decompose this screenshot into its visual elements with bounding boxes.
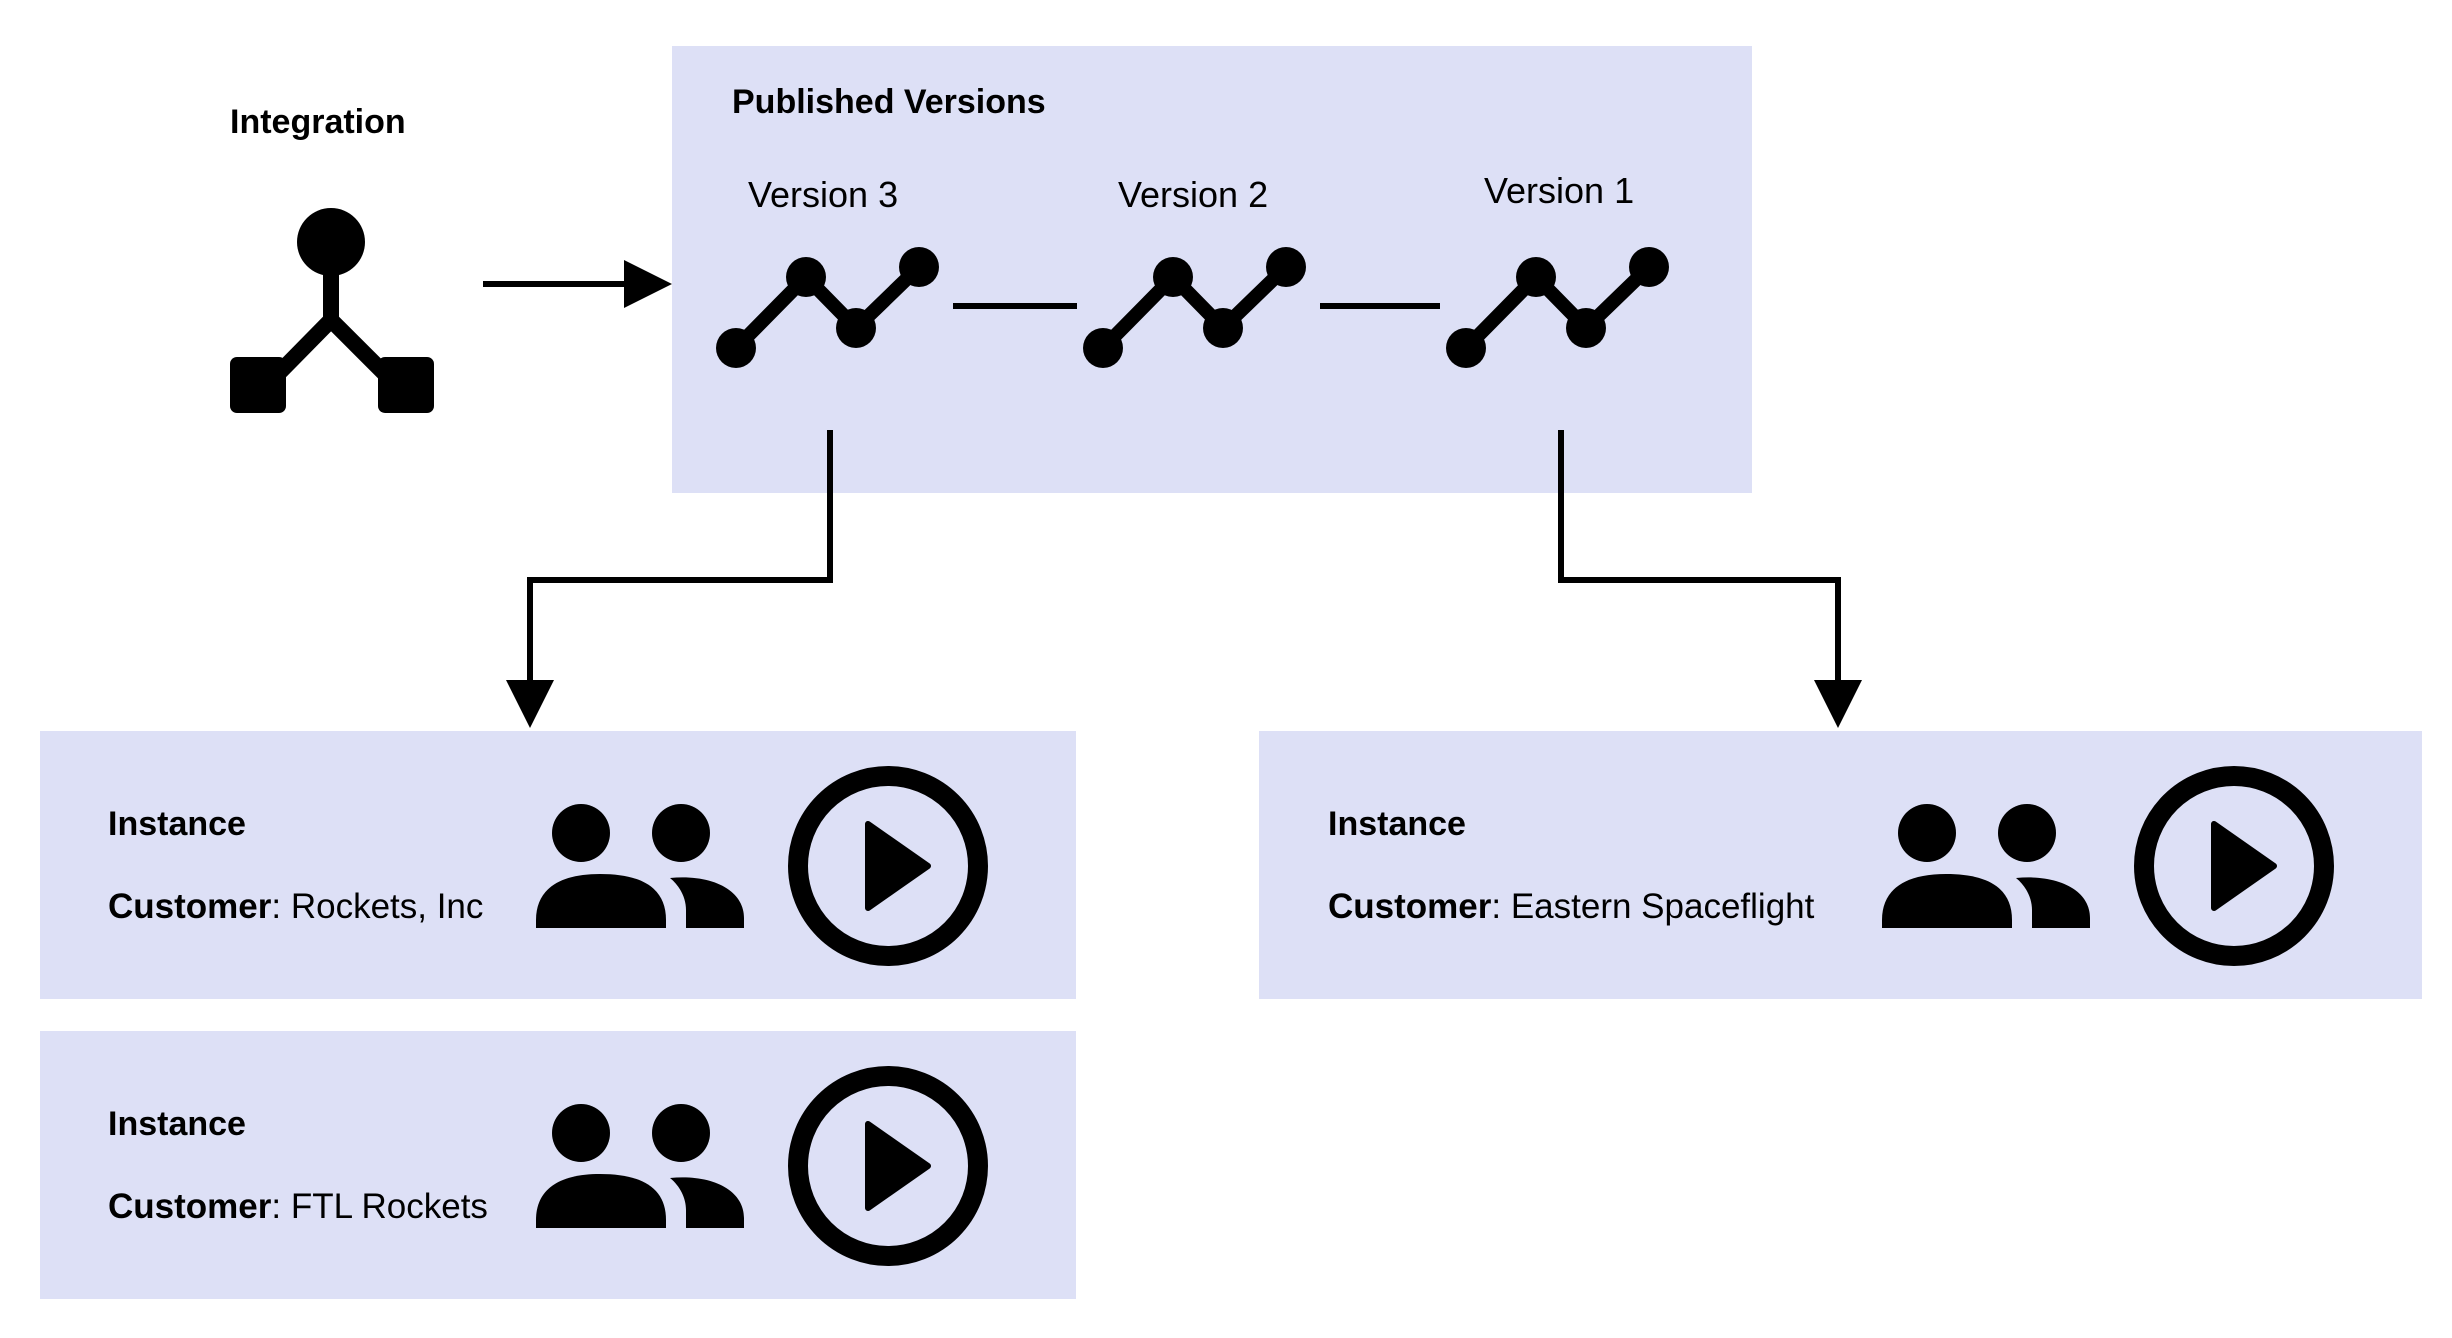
published-versions-title: Published Versions (732, 83, 1046, 121)
customer-name: Rockets, Inc (281, 887, 484, 926)
customer-separator: : (1491, 887, 1502, 926)
instance-title: Instance (1328, 805, 1466, 843)
customer-label: Customer (1328, 887, 1492, 926)
customer-separator: : (271, 1187, 282, 1226)
version-2-label: Version 2 (1118, 174, 1269, 215)
instance-title: Instance (108, 1105, 246, 1143)
version-3-label: Version 3 (748, 174, 899, 215)
customer-line: Customer: Rockets, Inc (108, 886, 483, 928)
version-1-label: Version 1 (1484, 170, 1635, 211)
customer-line: Customer: FTL Rockets (108, 1186, 488, 1228)
customers-icon (1882, 804, 2090, 928)
customer-name: FTL Rockets (281, 1187, 488, 1226)
play-icon[interactable] (2132, 764, 2336, 968)
play-icon[interactable] (786, 1064, 990, 1268)
instance-title: Instance (108, 805, 246, 843)
integration-title: Integration (230, 103, 406, 141)
version-1-chart-icon[interactable] (1442, 242, 1672, 372)
version-2-chart-icon[interactable] (1079, 242, 1309, 372)
published-versions-panel (672, 46, 1752, 493)
customer-line: Customer: Eastern Spaceflight (1328, 886, 1814, 928)
customer-separator: : (271, 887, 282, 926)
customer-label: Customer (108, 887, 272, 926)
integration-icon (230, 208, 434, 413)
version1-to-instance-arrow (1558, 430, 1862, 728)
customers-icon (536, 1104, 744, 1228)
customer-label: Customer (108, 1187, 272, 1226)
customer-name: Eastern Spaceflight (1501, 887, 1815, 926)
customers-icon (536, 804, 744, 928)
version3-to-instance-arrow (506, 430, 833, 728)
version-3-chart-icon[interactable] (712, 242, 942, 372)
play-icon[interactable] (786, 764, 990, 968)
